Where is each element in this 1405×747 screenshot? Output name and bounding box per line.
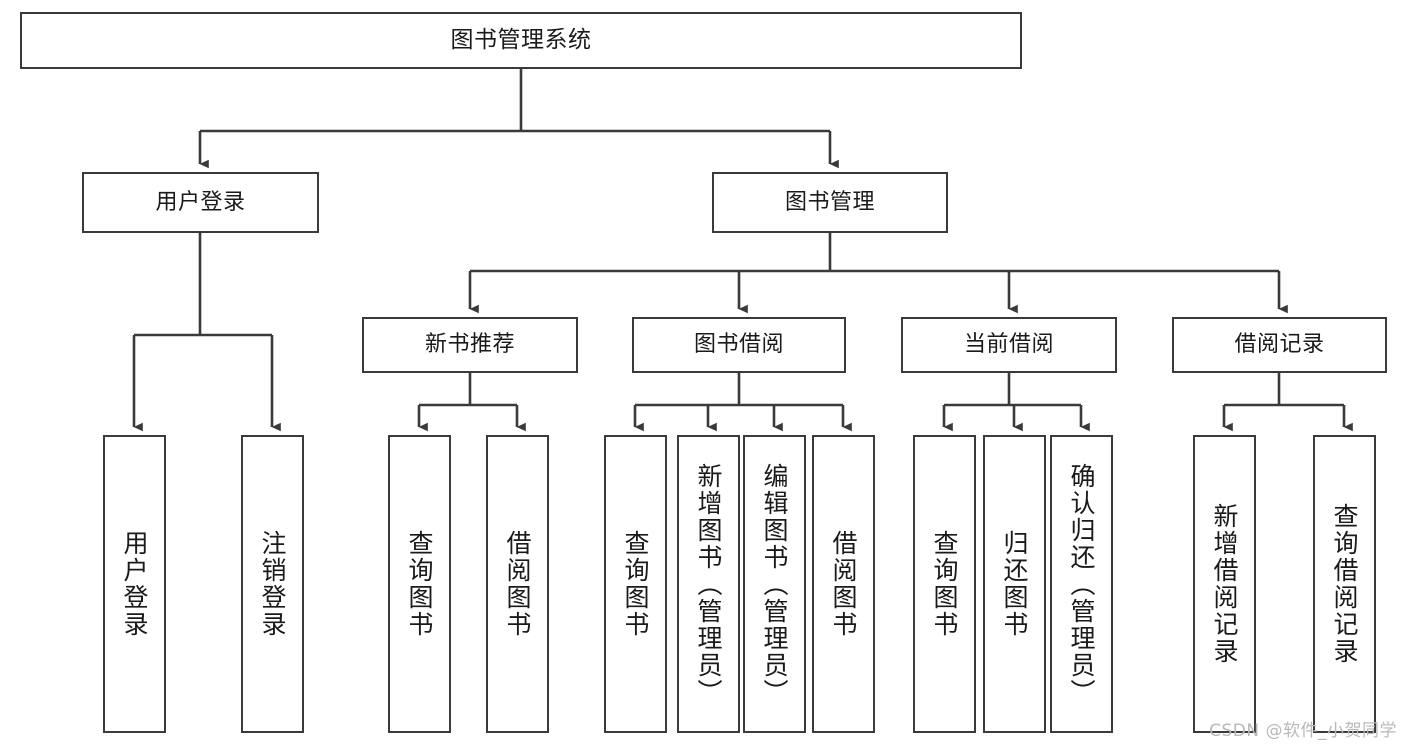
node-leaf-confirm-return-label: 确认归还（管理员） xyxy=(1067,462,1096,706)
node-leaf-add-record[interactable]: 新增借阅记录 xyxy=(1193,435,1256,733)
node-root[interactable]: 图书管理系统 xyxy=(20,12,1022,69)
node-user-login[interactable]: 用户登录 xyxy=(82,172,319,233)
node-borrow-record[interactable]: 借阅记录 xyxy=(1172,317,1387,373)
node-new-book-rec[interactable]: 新书推荐 xyxy=(362,317,578,373)
node-leaf-add-record-label: 新增借阅记录 xyxy=(1210,503,1239,665)
node-borrow-record-label: 借阅记录 xyxy=(1234,332,1325,358)
node-leaf-borrow-book-1[interactable]: 借阅图书 xyxy=(486,435,549,733)
node-leaf-logout-label: 注销登录 xyxy=(258,530,287,638)
node-leaf-query-book-1-label: 查询图书 xyxy=(405,530,434,638)
node-leaf-add-book[interactable]: 新增图书（管理员） xyxy=(677,435,740,733)
node-leaf-return-book-label: 归还图书 xyxy=(1000,530,1029,638)
node-book-borrow[interactable]: 图书借阅 xyxy=(632,317,846,373)
node-leaf-edit-book[interactable]: 编辑图书（管理员） xyxy=(743,435,806,733)
node-leaf-query-book-3-label: 查询图书 xyxy=(930,530,959,638)
node-leaf-return-book[interactable]: 归还图书 xyxy=(983,435,1046,733)
node-leaf-query-record-label: 查询借阅记录 xyxy=(1330,503,1359,665)
node-book-manage[interactable]: 图书管理 xyxy=(712,172,948,233)
node-leaf-query-book-3[interactable]: 查询图书 xyxy=(913,435,976,733)
node-leaf-borrow-book-2-label: 借阅图书 xyxy=(829,530,858,638)
node-leaf-user-login[interactable]: 用户登录 xyxy=(103,435,166,733)
node-leaf-query-book-2-label: 查询图书 xyxy=(621,530,650,638)
node-new-book-rec-label: 新书推荐 xyxy=(424,332,515,358)
node-leaf-query-book-2[interactable]: 查询图书 xyxy=(604,435,667,733)
node-leaf-add-book-label: 新增图书（管理员） xyxy=(694,462,723,706)
node-leaf-logout[interactable]: 注销登录 xyxy=(241,435,304,733)
node-root-label: 图书管理系统 xyxy=(450,26,592,53)
node-user-login-label: 用户登录 xyxy=(155,189,246,215)
node-leaf-borrow-book-1-label: 借阅图书 xyxy=(503,530,532,638)
node-leaf-edit-book-label: 编辑图书（管理员） xyxy=(760,462,789,706)
node-leaf-confirm-return[interactable]: 确认归还（管理员） xyxy=(1050,435,1113,733)
node-leaf-query-book-1[interactable]: 查询图书 xyxy=(388,435,451,733)
node-book-manage-label: 图书管理 xyxy=(784,189,875,215)
node-current-borrow-label: 当前借阅 xyxy=(963,332,1054,358)
node-leaf-query-record[interactable]: 查询借阅记录 xyxy=(1313,435,1376,733)
node-current-borrow[interactable]: 当前借阅 xyxy=(901,317,1117,373)
csdn-watermark: CSDN @软件_小贺同学 xyxy=(1209,721,1397,741)
node-leaf-borrow-book-2[interactable]: 借阅图书 xyxy=(812,435,875,733)
node-book-borrow-label: 图书借阅 xyxy=(693,332,784,358)
node-leaf-user-login-label: 用户登录 xyxy=(120,530,149,638)
